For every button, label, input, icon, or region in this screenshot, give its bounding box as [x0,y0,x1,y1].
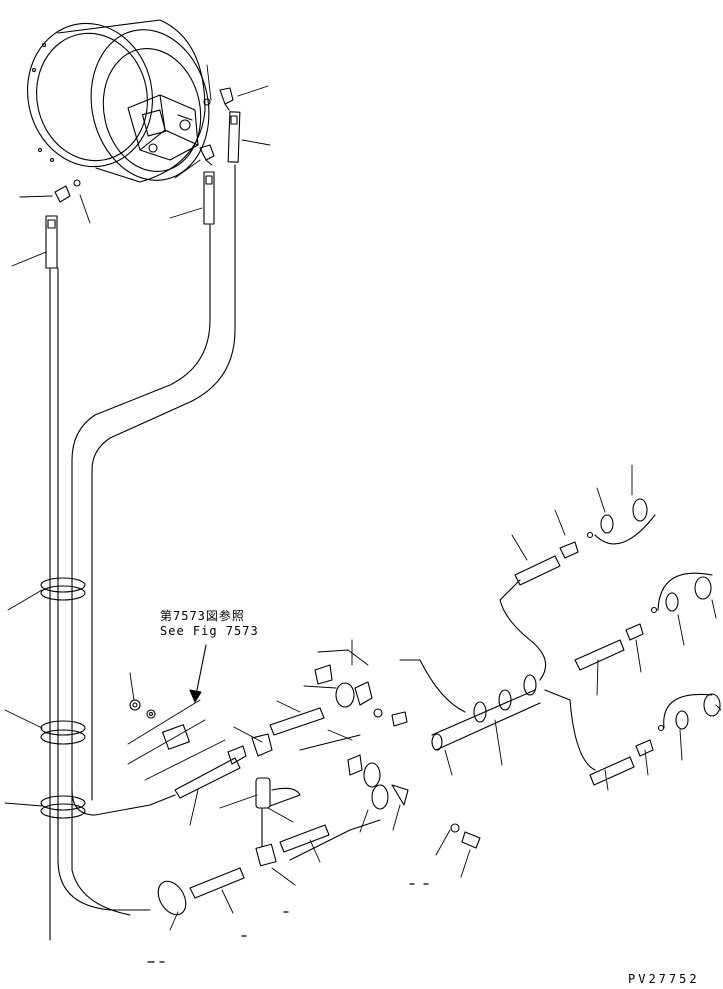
reference-arrow [190,645,206,702]
upper-hose-left [46,216,57,268]
center-brackets [315,665,480,848]
right-fittings-top [515,499,655,585]
pump-fittings [55,88,233,202]
long-tube [50,165,235,940]
right-fittings-mid [575,573,712,670]
upper-hose-right [228,112,240,162]
upper-hose-mid [204,172,214,224]
right-pipes [400,580,595,770]
right-manifold [432,675,540,750]
leader-lines [5,65,721,930]
reference-note-english: See Fig 7573 [160,624,259,638]
center-hoses [270,708,380,860]
reference-note-japanese: 第7573図参照 [160,609,245,623]
tick-marks [148,884,428,962]
pump-housing [14,12,222,192]
central-fittings [130,700,300,898]
tube-clamps [41,578,191,920]
drawing-code: PV27752 [628,972,700,986]
right-fittings-bottom [590,694,720,785]
hydraulic-pump [128,95,198,160]
